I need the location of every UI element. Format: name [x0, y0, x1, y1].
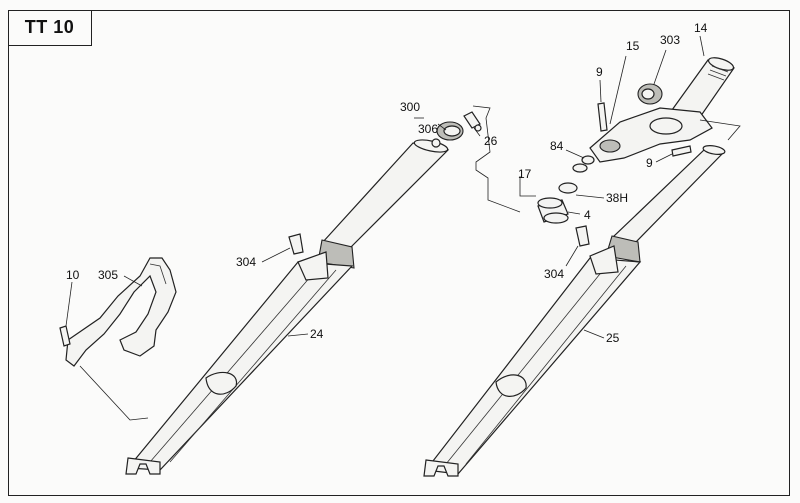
crown-assembly	[589, 57, 741, 163]
left-boss-bolt	[288, 233, 304, 255]
callout-25: 25	[606, 331, 620, 345]
drawing-frame	[8, 10, 790, 496]
clip-38h	[558, 182, 578, 194]
callout-9-upper: 9	[596, 65, 603, 79]
left-dropout	[125, 457, 161, 475]
crown-15	[589, 107, 713, 163]
brake-arch-305	[65, 257, 177, 367]
callout-10: 10	[66, 268, 80, 282]
diagram-title: TT 10	[8, 10, 92, 46]
left-leg-window	[205, 371, 238, 395]
callout-15: 15	[626, 39, 640, 53]
callout-17: 17	[518, 167, 532, 181]
left-brace-boss	[297, 251, 329, 281]
right-dropout	[423, 459, 459, 477]
callout-84: 84	[550, 139, 564, 153]
right-fork-leg	[423, 145, 726, 477]
right-stanchion	[610, 149, 726, 245]
seal-parts	[519, 155, 595, 224]
left-top-cap-parts	[431, 105, 521, 213]
callout-4: 4	[584, 208, 591, 222]
callout-38h: 38H	[606, 191, 628, 205]
bolt-26	[463, 111, 481, 129]
callout-304-left: 304	[236, 255, 256, 269]
pinch-bolt-upper	[597, 102, 608, 132]
pinch-bolt-lower	[671, 145, 692, 157]
callout-9-lower: 9	[646, 156, 653, 170]
right-lower-leg	[424, 257, 642, 475]
arch-bolt-10	[59, 325, 71, 347]
callout-303: 303	[660, 33, 680, 47]
washer-84	[581, 155, 595, 165]
leader-lines	[65, 35, 705, 339]
oring-306	[431, 138, 441, 148]
left-stanchion	[320, 142, 450, 251]
callouts: 300 306 26 15 303 14 9 9 84 17 38H 4 304…	[66, 21, 708, 345]
right-leg-window	[495, 374, 527, 397]
right-boss-bolt	[575, 225, 590, 247]
callout-26: 26	[484, 134, 498, 148]
callout-24: 24	[310, 327, 324, 341]
left-fork-leg	[125, 139, 450, 475]
callout-305: 305	[98, 268, 118, 282]
brake-arch	[59, 257, 177, 421]
callout-304-right: 304	[544, 267, 564, 281]
right-brace-boss	[589, 245, 619, 275]
callout-306: 306	[418, 122, 438, 136]
callout-300: 300	[400, 100, 420, 114]
callout-14: 14	[694, 21, 708, 35]
